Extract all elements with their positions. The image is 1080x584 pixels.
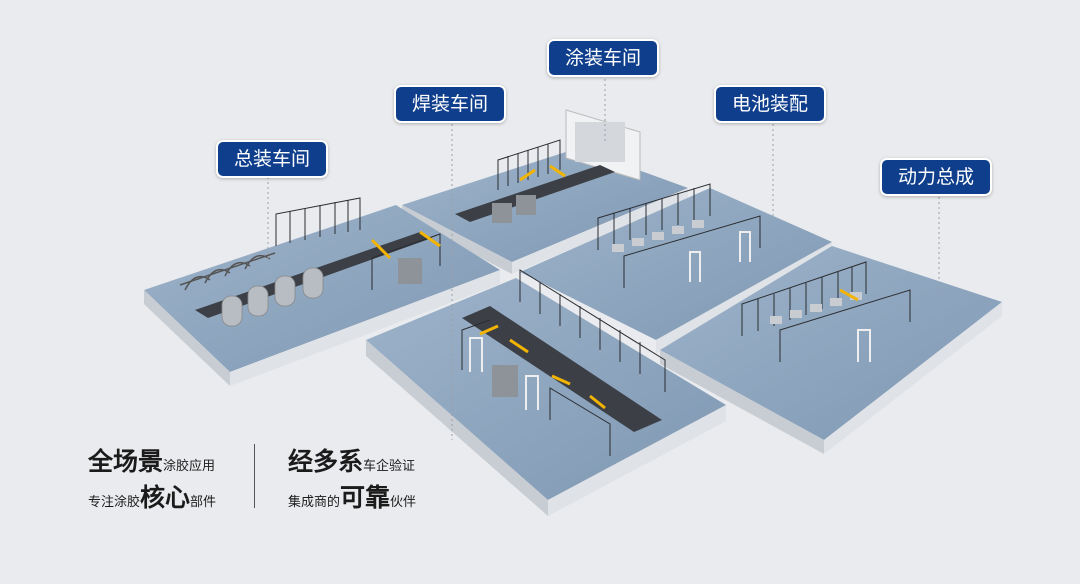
tagline-left-line1: 全场景涂胶应用: [88, 442, 215, 478]
tag-final-assembly[interactable]: 总装车间: [216, 140, 329, 178]
tag-powertrain[interactable]: 动力总成: [880, 158, 993, 196]
welding-platform: [366, 269, 726, 516]
tagline-left-line2-small-a: 专注涂胶: [88, 495, 141, 510]
tagline-right-line2: 集成商的可靠伙伴: [288, 478, 416, 514]
assembly-platform: [144, 197, 500, 386]
tagline-divider: [254, 444, 255, 508]
powertrain-platform: [660, 246, 1002, 454]
tag-battery[interactable]: 电池装配: [714, 85, 827, 123]
tagline-left-line1-small: 涂胶应用: [163, 459, 216, 474]
tagline-left-line2-big: 核心: [140, 483, 191, 512]
tagline-right-line2-small-b: 伙伴: [390, 495, 417, 510]
tag-painting[interactable]: 涂装车间: [547, 39, 660, 77]
tagline-left-line1-big: 全场景: [88, 447, 164, 476]
leader-lines: [267, 74, 940, 440]
tag-welding[interactable]: 焊装车间: [394, 85, 507, 123]
tagline-right-line1: 经多系车企验证: [288, 442, 415, 478]
tagline-right-line2-big: 可靠: [340, 483, 391, 512]
tagline-right-line2-small-a: 集成商的: [288, 495, 341, 510]
tagline-right-line1-big: 经多系: [288, 447, 364, 476]
tagline-right-line1-small: 车企验证: [363, 459, 416, 474]
painting-platform: [402, 109, 688, 274]
tagline-left-line2-small-b: 部件: [190, 495, 217, 510]
tagline-left-line2: 专注涂胶核心部件: [88, 478, 216, 514]
